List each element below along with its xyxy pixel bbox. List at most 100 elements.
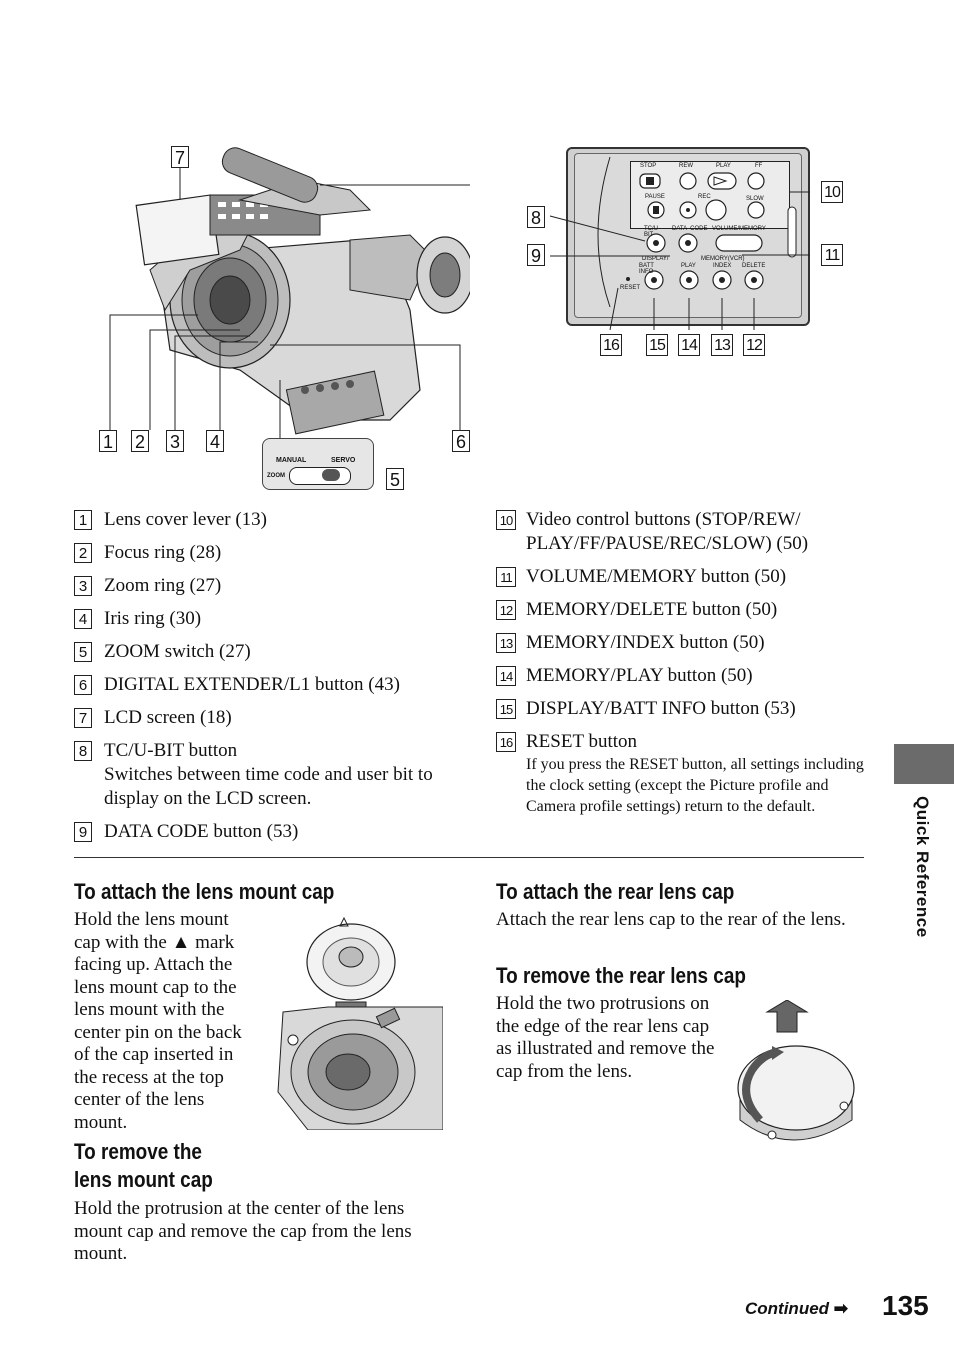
sidebar-label: Quick Reference <box>913 796 932 938</box>
legend-item: 14 MEMORY/PLAY button (50) <box>496 664 866 688</box>
legend-number: 3 <box>74 576 92 596</box>
zoom-manual-label: MANUAL <box>276 457 307 464</box>
panel-label-data-code: DATA CODE <box>672 226 708 232</box>
legend-item: 4 Iris ring (30) <box>74 607 454 631</box>
heading-attach-rear-cap: To attach the rear lens cap <box>496 879 735 904</box>
legend-text: RESET button <box>526 731 638 752</box>
legend-item: 16 RESET button If you press the RESET but… <box>496 730 866 817</box>
legend-text: Video control buttons (STOP/REW/ PLAY/FF… <box>526 509 809 554</box>
legend-text: DISPLAY/BATT INFO button (53) <box>526 698 796 719</box>
text-remove-rear-cap: Hold the two protrusions on the edge of … <box>496 993 715 1082</box>
page-number: 135 <box>882 1290 929 1321</box>
lens-mount-cap-illustration <box>277 916 443 1130</box>
panel-label-ff: FF <box>755 163 763 169</box>
camcorder-illustration <box>109 147 470 440</box>
legend-text: MEMORY/PLAY button (50) <box>526 665 753 686</box>
sidebar-tab <box>894 744 954 784</box>
legend-number: 15 <box>496 699 516 719</box>
callout-5: 5 <box>386 468 404 490</box>
legend-number: 12 <box>496 600 516 620</box>
legend-text: Iris ring (30) <box>104 608 202 629</box>
panel-label-play2: PLAY <box>681 263 696 269</box>
legend-text: Zoom ring (27) <box>104 575 222 596</box>
legend-item: 15 DISPLAY/BATT INFO button (53) <box>496 697 866 721</box>
heading-attach-mount-cap: To attach the lens mount cap <box>74 879 335 904</box>
legend-text: DIGITAL EXTENDER/L1 button (43) <box>104 674 400 695</box>
legend-number: 1 <box>74 510 92 530</box>
legend-item: 3 Zoom ring (27) <box>74 574 454 598</box>
callout-14: 14 <box>678 334 700 356</box>
legend-number: 6 <box>74 675 92 695</box>
continued-label: Continued ➡ <box>745 1299 849 1318</box>
panel-label-stop: STOP <box>640 163 657 169</box>
callout-10: 10 <box>821 181 843 203</box>
panel-label-rec: REC <box>698 194 711 200</box>
callout-2: 2 <box>131 430 149 452</box>
legend-number: 9 <box>74 822 92 842</box>
callout-9: 9 <box>527 244 545 266</box>
legend-text: LCD screen (18) <box>104 707 232 728</box>
callout-3: 3 <box>166 430 184 452</box>
legend-item: 2 Focus ring (28) <box>74 541 454 565</box>
control-panel-buttons <box>597 156 797 308</box>
legend-number: 13 <box>496 633 516 653</box>
panel-label-batt-info: BATT INFO <box>639 263 654 275</box>
text-remove-mount-cap: Hold the protrusion at the center of the… <box>74 1198 412 1264</box>
text-attach-rear-cap: Attach the rear lens cap to the rear of … <box>496 909 846 930</box>
legend-right: 10 Video control buttons (STOP/REW/ PLAY/… <box>496 508 866 826</box>
callout-15: 15 <box>646 334 668 356</box>
heading-remove-mount-cap: To remove the lens mount cap <box>74 1139 213 1192</box>
panel-leader-lines <box>549 191 810 331</box>
legend-number: 7 <box>74 708 92 728</box>
panel-label-index: INDEX <box>713 263 732 269</box>
callout-8: 8 <box>527 206 545 228</box>
legend-number: 10 <box>496 510 516 530</box>
zoom-label: ZOOM <box>267 473 285 479</box>
zoom-slider <box>289 467 351 485</box>
zoom-switch-inset: MANUAL SERVO ZOOM <box>262 438 374 490</box>
callout-12: 12 <box>743 334 765 356</box>
panel-label-pause: PAUSE <box>645 194 665 200</box>
legend-item: 11 VOLUME/MEMORY button (50) <box>496 565 866 589</box>
legend-note: If you press the RESET button, all setti… <box>526 756 864 815</box>
legend-text: TC/U-BIT button <box>104 740 238 761</box>
legend-item: 10 Video control buttons (STOP/REW/ PLAY/… <box>496 508 866 556</box>
legend-item: 7 LCD screen (18) <box>74 706 454 730</box>
legend-text: ZOOM switch (27) <box>104 641 251 662</box>
panel-label-reset: RESET <box>620 285 641 291</box>
panel-label-delete: DELETE <box>742 263 766 269</box>
legend-text: DATA CODE button (53) <box>104 821 299 842</box>
callout-6: 6 <box>452 430 470 452</box>
legend-number: 4 <box>74 609 92 629</box>
panel-label-volume-memory: VOLUME/MEMORY <box>712 226 766 232</box>
panel-label-tcubit: TC/U-BIT <box>644 226 660 238</box>
legend-text: VOLUME/MEMORY button (50) <box>526 566 787 587</box>
section-divider <box>74 857 864 858</box>
legend-text: Lens cover lever (13) <box>104 509 268 530</box>
zoom-servo-label: SERVO <box>331 457 356 464</box>
legend-number: 14 <box>496 666 516 686</box>
legend-number: 2 <box>74 543 92 563</box>
legend-item: 6 DIGITAL EXTENDER/L1 button (43) <box>74 673 454 697</box>
callout-11: 11 <box>821 244 843 266</box>
panel-label-play: PLAY <box>716 163 731 169</box>
legend-number: 8 <box>74 741 92 761</box>
legend-item: 9 DATA CODE button (53) <box>74 820 454 844</box>
legend-text: MEMORY/INDEX button (50) <box>526 632 765 653</box>
panel-label-slow: SLOW <box>746 196 764 202</box>
callout-16: 16 <box>600 334 622 356</box>
panel-label-memory-vcr: MEMORY(VCR) <box>701 256 745 262</box>
callout-13: 13 <box>711 334 733 356</box>
legend-text: Focus ring (28) <box>104 542 222 563</box>
legend-description: Switches between time code and user bit … <box>104 764 433 809</box>
panel-label-rew: REW <box>679 163 693 169</box>
legend-number: 5 <box>74 642 92 662</box>
legend-number: 16 <box>496 732 516 752</box>
panel-label-display: DISPLAY/ <box>642 256 669 262</box>
legend-item: 1 Lens cover lever (13) <box>74 508 454 532</box>
rear-lens-cap-illustration <box>737 1000 855 1141</box>
legend-number: 11 <box>496 567 516 587</box>
